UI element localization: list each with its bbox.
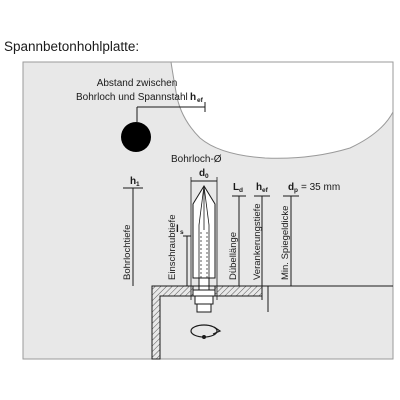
abstand-symbol: h (190, 92, 196, 103)
h1-sub: 1 (136, 181, 140, 188)
bohrloch-diameter-label: Bohrloch-Ø (171, 154, 222, 165)
dp-sub: p (294, 187, 298, 194)
abstand-label-line2: Bohrloch und Spannstahl (76, 92, 188, 103)
dp-value: = 35 mm (301, 182, 340, 193)
d0-symbol: d (199, 168, 205, 179)
ls-sub: s (180, 229, 184, 236)
h1-symbol: h (130, 176, 136, 187)
bohrlochtiefe-label: Bohrlochtiefe (122, 225, 133, 280)
bolt-and-nut (192, 277, 216, 313)
min-spiegeldicke-label: Min. Spiegeldicke (280, 206, 291, 280)
einschraubtiefe-label: Einschraubtiefe (167, 215, 178, 280)
d0-sub: 0 (205, 173, 209, 180)
duebellaenge-label: Dübellänge (228, 232, 239, 280)
ld-symbol: L (233, 182, 239, 193)
anchor-dowel (192, 185, 216, 279)
hef-sub: ef (262, 187, 269, 194)
abstand-symbol-sub: ef (197, 97, 204, 104)
hollow-core-void (170, 61, 394, 159)
verankerungstiefe-label: Verankerungstiefe (252, 203, 263, 280)
abstand-label-line1: Abstand zwischen (97, 78, 178, 89)
ld-sub: d (239, 187, 243, 194)
ls-symbol: l (176, 224, 179, 235)
hef-symbol: h (256, 182, 262, 193)
dp-symbol: d (288, 182, 294, 193)
rotation-arrow-icon (190, 324, 222, 339)
prestressing-strand (121, 122, 151, 152)
diagram-title: Spannbetonhohlplatte: (4, 39, 139, 54)
